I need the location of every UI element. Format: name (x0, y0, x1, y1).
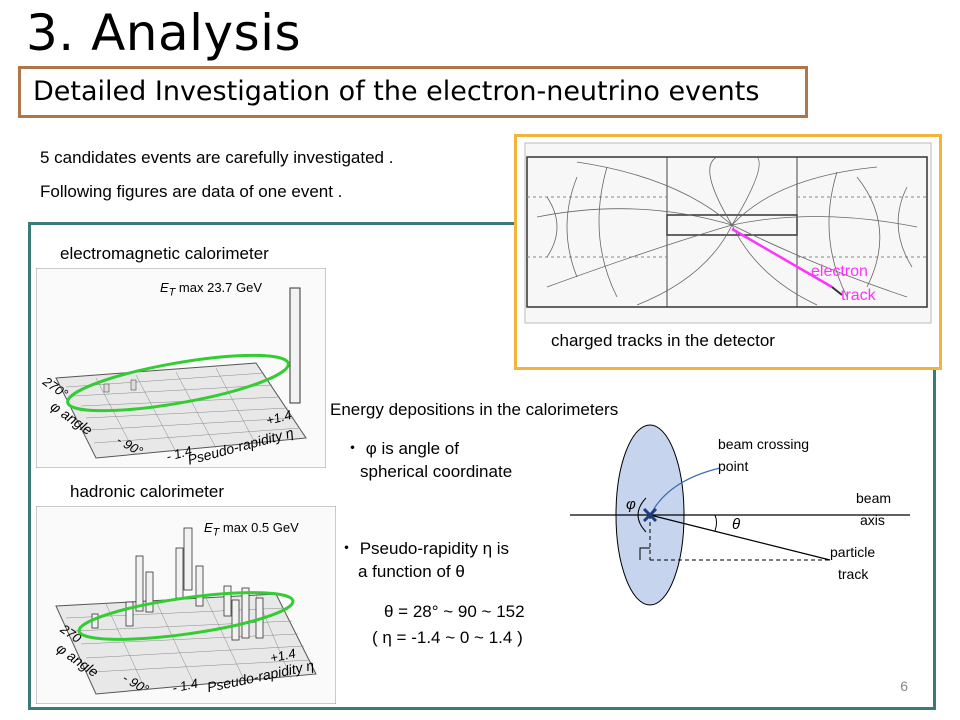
had-calorimeter-plot: ET max 0.5 GeV 270 φ angle - 90° - 1.4 +… (35, 505, 337, 705)
bullet-phi-line-1: ・ φ is angle of (344, 439, 459, 458)
calorimeter-panel (28, 222, 936, 710)
intro-line-2: Following figures are data of one event … (40, 182, 343, 201)
beam-axis-label-1: beam (856, 490, 892, 506)
slide-title: 3. Analysis (26, 4, 302, 62)
beam-crossing-label-2: point (718, 458, 749, 474)
energy-deposition-heading: Energy depositions in the calorimeters (330, 400, 619, 419)
detector-photo-panel: electron track charged tracks in the det… (514, 134, 942, 370)
geometry-diagram (570, 424, 910, 606)
detector-tracks-image (524, 142, 932, 324)
beam-crossing-label-1: beam crossing (718, 436, 810, 452)
page-number: 6 (900, 678, 908, 694)
beam-axis-label-2: axis (860, 512, 885, 528)
particle-label-1: particle (830, 544, 876, 560)
bullet-phi-line-2: spherical coordinate (360, 462, 513, 481)
crossing-point-icon (642, 507, 658, 523)
slide-subtitle: Detailed Investigation of the electron-n… (33, 76, 760, 107)
em-et-max: max 23.7 GeV (178, 280, 263, 295)
particle-label-2: track (838, 566, 869, 582)
had-calorimeter-label: hadronic calorimeter (70, 482, 225, 501)
em-calorimeter-label: electromagnetic calorimeter (60, 244, 269, 263)
had-et-max: max 0.5 GeV (222, 520, 299, 535)
em-highlight-ellipse (66, 353, 290, 413)
particle-track-line (649, 514, 831, 561)
em-calorimeter-plot: ET max 23.7 GeV 270° φ angle - 90° - 1.4… (35, 267, 327, 469)
eta-range: ( η = -1.4 ~ 0 ~ 1.4 ) (372, 628, 523, 647)
em-et-sub: T (168, 286, 176, 299)
subtitle-box: Detailed Investigation of the electron-n… (18, 66, 808, 118)
intro-line-1: 5 candidates events are carefully invest… (40, 148, 394, 167)
electron-track-line (731, 227, 833, 289)
phi-symbol: φ (626, 496, 636, 513)
had-et-label: E (204, 520, 213, 535)
em-et-label: E (160, 280, 169, 295)
bullet-eta-line-2: a function of θ (358, 562, 465, 581)
had-highlight-ellipse (77, 591, 295, 641)
bullet-eta-line-1: ・ Pseudo-rapidity η is (338, 539, 510, 558)
theta-symbol: θ (732, 516, 741, 533)
detector-caption: charged tracks in the detector (551, 331, 775, 350)
track-label: track (841, 287, 876, 304)
had-et-sub: T (212, 526, 220, 539)
theta-range: θ = 28° ~ 90 ~ 152 (384, 602, 525, 621)
electron-label: electron (811, 263, 868, 280)
